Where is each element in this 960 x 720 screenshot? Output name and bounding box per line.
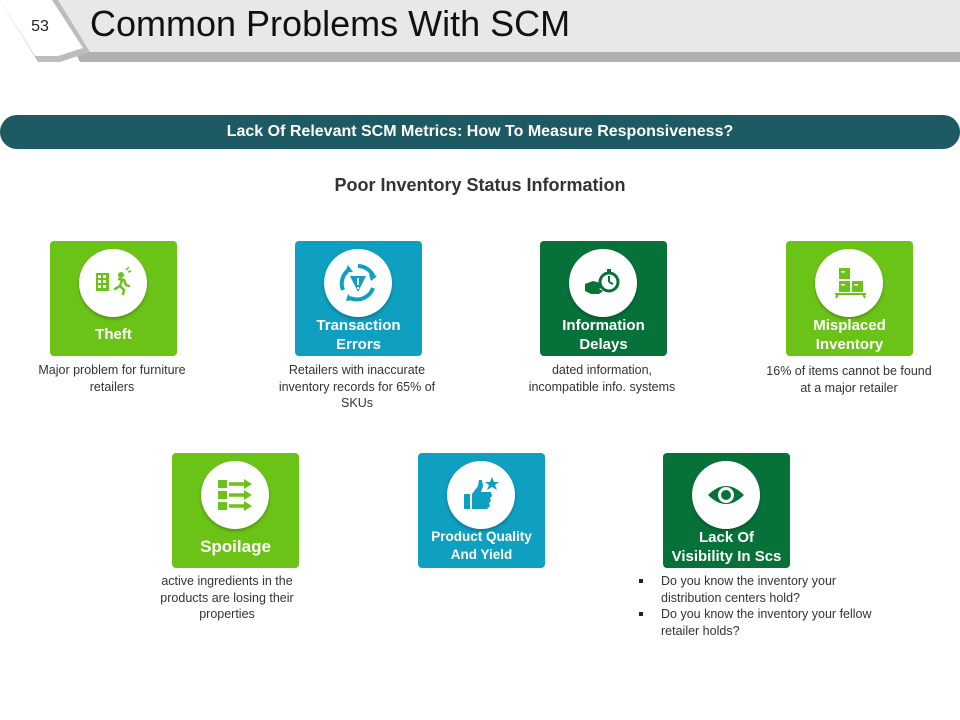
header-band [0,0,960,62]
eye-icon [708,486,744,504]
theft-icon [96,266,132,296]
card-label: Misplaced Inventory [813,317,886,353]
card-icon-circle [815,249,883,317]
card-lack-of-visibility: Lack Of Visibility In Scs [663,453,790,568]
bullet-icon [639,579,643,583]
card-misplaced-inventory: Misplaced Inventory [786,241,913,356]
card-icon-circle [569,249,637,317]
card-description: active ingredients in the products are l… [160,574,294,621]
card-product-quality: Product Quality And Yield [418,453,545,568]
card-label: Information Delays [562,317,645,353]
list-item: Do you know the inventory your distribut… [638,573,878,606]
card-description: 16% of items cannot be found at a major … [766,364,932,395]
card-description: Major problem for furniture retailers [38,363,186,394]
thumbs-up-star-icon [464,477,499,509]
card-label: Product Quality And Yield [431,529,532,562]
hand-stopwatch-icon [585,269,620,294]
section-subtitle: Poor Inventory Status Information [334,175,626,195]
card-theft: Theft [50,241,177,356]
card-transaction-errors: Transaction Errors [295,241,422,356]
page-number: 53 [31,18,49,35]
card-label: Spoilage [200,537,271,556]
recycle-warning-icon [339,264,377,302]
card-label: Transaction Errors [316,317,401,353]
page-title: Common Problems With SCM [90,3,571,44]
card-icon-circle [201,461,269,529]
card-icon-circle [324,249,392,317]
list-arrows-icon [218,479,252,511]
card-icon-circle [447,461,515,529]
visibility-bullets: Do you know the inventory your distribut… [638,573,878,639]
list-item: Do you know the inventory your fellow re… [638,606,878,639]
card-spoilage: Spoilage [172,453,299,568]
bullet-icon [639,612,643,616]
card-label: Theft [95,326,132,343]
card-information-delays: Information Delays [540,241,667,356]
card-label: Lack Of Visibility In Scs [671,529,782,565]
bullet-text: Do you know the inventory your distribut… [661,574,837,605]
card-icon-circle [692,461,760,529]
boxes-icon [835,268,866,299]
metrics-banner: Lack Of Relevant SCM Metrics: How To Mea… [0,115,960,149]
card-description: Retailers with inaccurate inventory reco… [278,363,436,410]
bullet-text: Do you know the inventory your fellow re… [661,607,872,638]
card-description: dated information, incompatible info. sy… [528,363,676,394]
card-icon-circle [79,249,147,317]
